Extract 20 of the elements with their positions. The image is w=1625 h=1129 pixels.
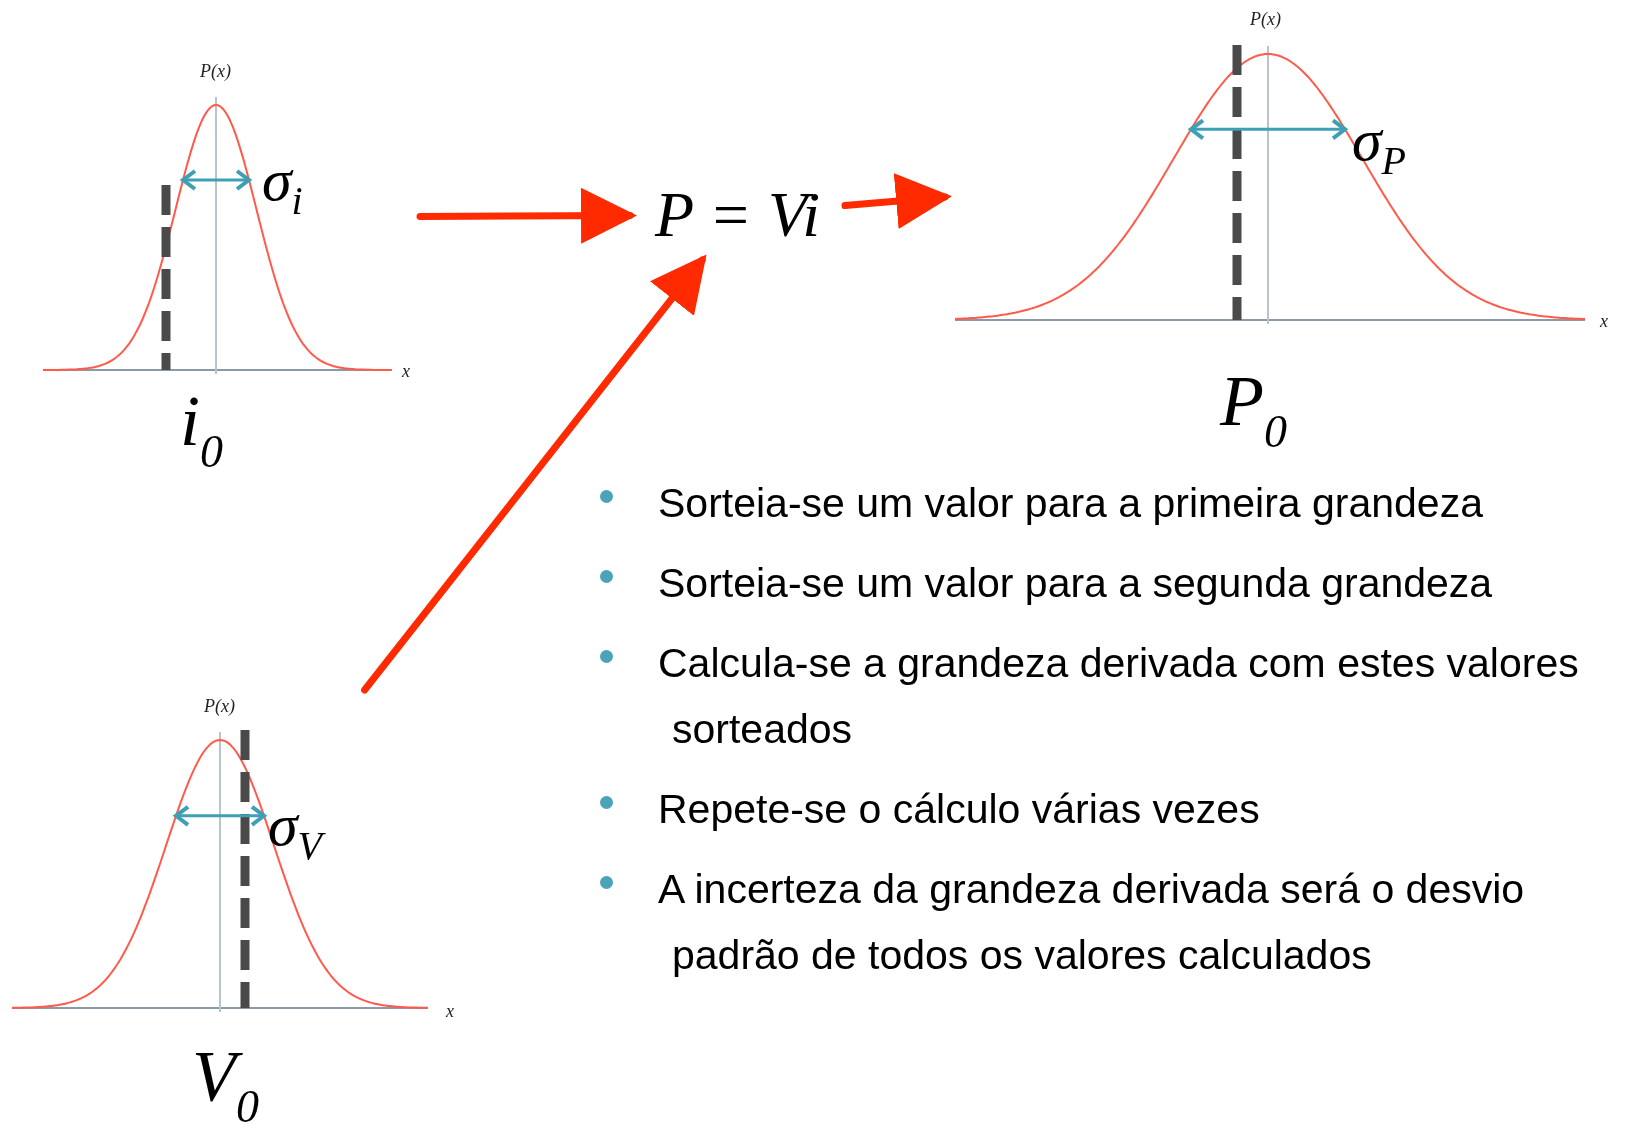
bullet-text: A incerteza da grandeza derivada será o desvio padrão de todos os valores calculados (658, 865, 1526, 980)
axis-label: x (446, 1002, 454, 1020)
mean-value-label: i$_{0}$ (180, 385, 223, 475)
mean-value-label: P$_{0}$ (1220, 365, 1287, 455)
axis-label: P(x) (1250, 10, 1281, 28)
mean-value-label: V$_{0}$ (192, 1040, 259, 1129)
axis-label: x (1600, 312, 1608, 330)
arrow (361, 254, 707, 694)
bullet-text: Repete-se o cálculo várias vezes (658, 785, 1261, 834)
bullet-text: Sorteia-se um valor para a primeira grandeza (658, 479, 1484, 528)
axis-label: P(x) (200, 62, 231, 80)
bullet-text: Sorteia-se um valor para a segunda grandeza (658, 559, 1494, 608)
sigma-label: σ$_{P}$ (1352, 110, 1407, 181)
arrow (416, 187, 637, 244)
sigma-label: σ$_{i}$ (262, 150, 303, 221)
bullet-text: Calcula-se a grandeza derivada com estes valores sorteados (658, 639, 1580, 754)
axis-label: x (402, 362, 410, 380)
arrow (841, 173, 952, 230)
equation-text: P = Vi (630, 170, 845, 260)
axis-label: P(x) (204, 697, 235, 715)
